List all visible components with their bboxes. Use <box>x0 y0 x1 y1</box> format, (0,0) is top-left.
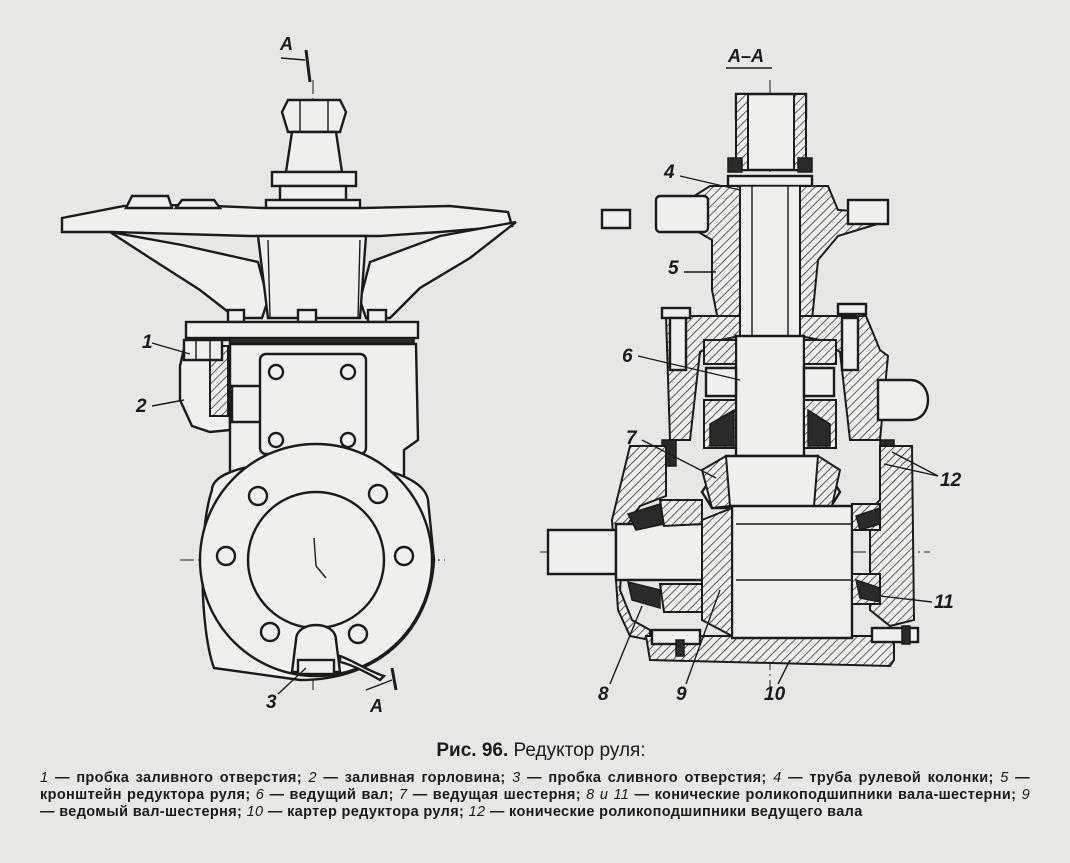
technical-drawing: А <box>60 34 962 716</box>
section-marker-top: А <box>279 34 293 54</box>
legend-item: 12 — конические роликоподшипники ведущег… <box>468 804 863 820</box>
legend-item: 1 — пробка заливного отверстия; <box>40 770 302 786</box>
callout-11: 11 <box>934 592 954 613</box>
callout-7: 7 <box>626 428 638 449</box>
callout-3: 3 <box>266 692 277 713</box>
figure-caption: Рис. 96. Редуктор руля: 1 — пробка залив… <box>40 740 1030 821</box>
legend-item: 6 — ведущий вал; <box>255 787 394 803</box>
legend-item: 7 — ведущая шестерня; <box>399 787 581 803</box>
figure-title: Редуктор руля: <box>513 740 646 761</box>
callout-4: 4 <box>663 162 675 183</box>
legend-item: 10 — картер редуктора руля; <box>246 804 465 820</box>
callout-6: 6 <box>622 346 633 367</box>
legend-item: 9 — ведомый вал-шестерня; <box>40 787 1030 820</box>
legend-item: 5 — кронштейн редуктора руля; <box>40 770 1031 803</box>
legend-item: 8 и 11 — конические роликоподшипники вал… <box>586 787 1017 803</box>
front-view: А <box>60 34 517 716</box>
section-marker-bottom: А <box>369 696 383 716</box>
callout-1: 1 <box>142 332 153 353</box>
callout-2: 2 <box>135 396 147 417</box>
section-view: А–А <box>540 46 962 705</box>
callout-8: 8 <box>598 684 609 705</box>
callout-5: 5 <box>668 258 679 279</box>
legend-item: 2 — заливная горловина; <box>308 770 506 786</box>
legend-item: 4 — труба рулевой колонки; <box>773 770 994 786</box>
figure-number: Рис. 96. <box>436 740 509 761</box>
callout-9: 9 <box>676 684 687 705</box>
section-title: А–А <box>727 46 764 66</box>
callout-10: 10 <box>764 684 786 705</box>
caption-title: Рис. 96. Редуктор руля: <box>52 740 1030 762</box>
caption-legend: 1 — пробка заливного отверстия; 2 — зали… <box>40 770 1030 821</box>
legend-item: 3 — пробка сливного отверстия; <box>512 770 767 786</box>
callout-12: 12 <box>940 470 962 491</box>
